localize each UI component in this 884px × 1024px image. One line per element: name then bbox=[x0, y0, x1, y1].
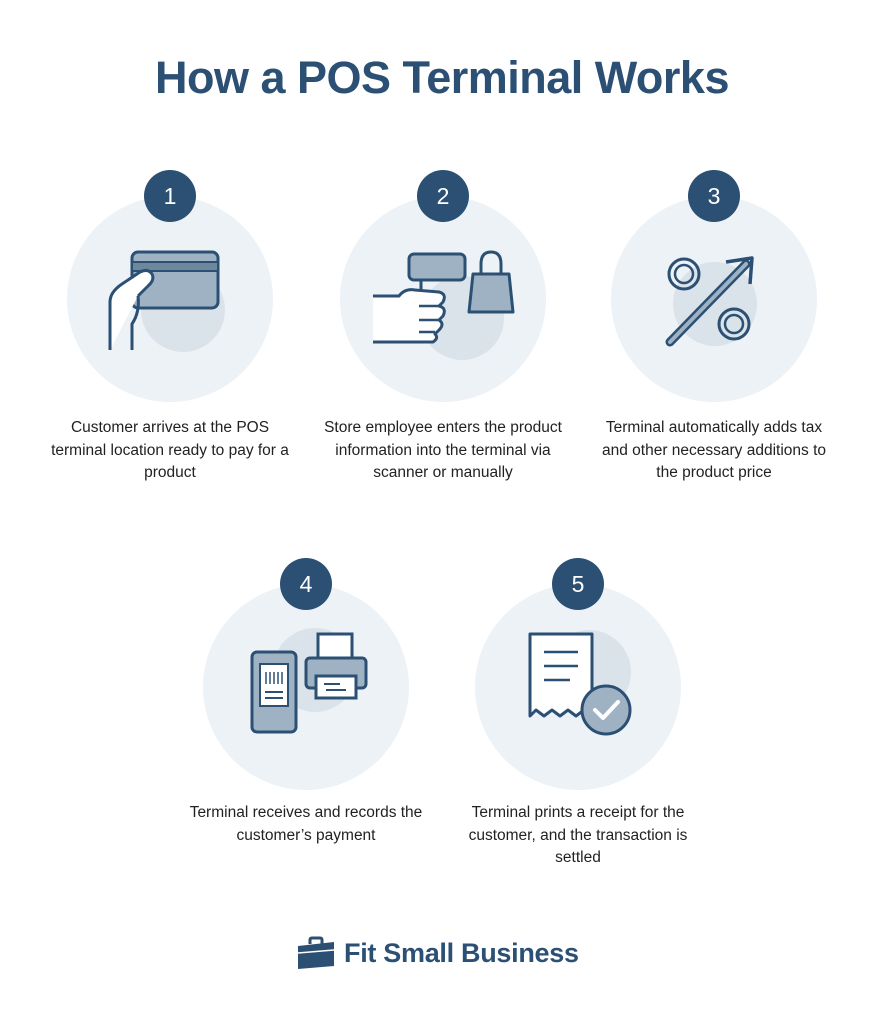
percent-increase-icon bbox=[665, 256, 754, 347]
phone-payment-printer-icon bbox=[250, 632, 368, 734]
step-caption: Terminal automatically adds tax and othe… bbox=[601, 419, 827, 481]
step-number-badge: 5 bbox=[552, 558, 604, 610]
barcode-scanner-bag-icon bbox=[373, 250, 515, 344]
briefcase-logo-icon bbox=[297, 936, 335, 969]
step-number-badge: 1 bbox=[144, 170, 196, 222]
credit-card-hand-icon bbox=[108, 250, 220, 350]
page-title: How a POS Terminal Works bbox=[155, 52, 730, 103]
step-number-badge: 4 bbox=[280, 558, 332, 610]
step-number-badge: 2 bbox=[417, 170, 469, 222]
brand-logo: Fit Small Business bbox=[296, 935, 579, 971]
receipt-check-icon bbox=[528, 632, 632, 736]
step-caption: Terminal receives and records the custom… bbox=[189, 804, 423, 844]
step-number-badge: 3 bbox=[688, 170, 740, 222]
step-caption: Customer arrives at the POS terminal loc… bbox=[51, 419, 289, 481]
brand-name: Fit Small Business bbox=[344, 937, 579, 968]
step-caption: Terminal prints a receipt for the custom… bbox=[468, 804, 688, 866]
step-caption: Store employee enters the product inform… bbox=[324, 419, 562, 481]
